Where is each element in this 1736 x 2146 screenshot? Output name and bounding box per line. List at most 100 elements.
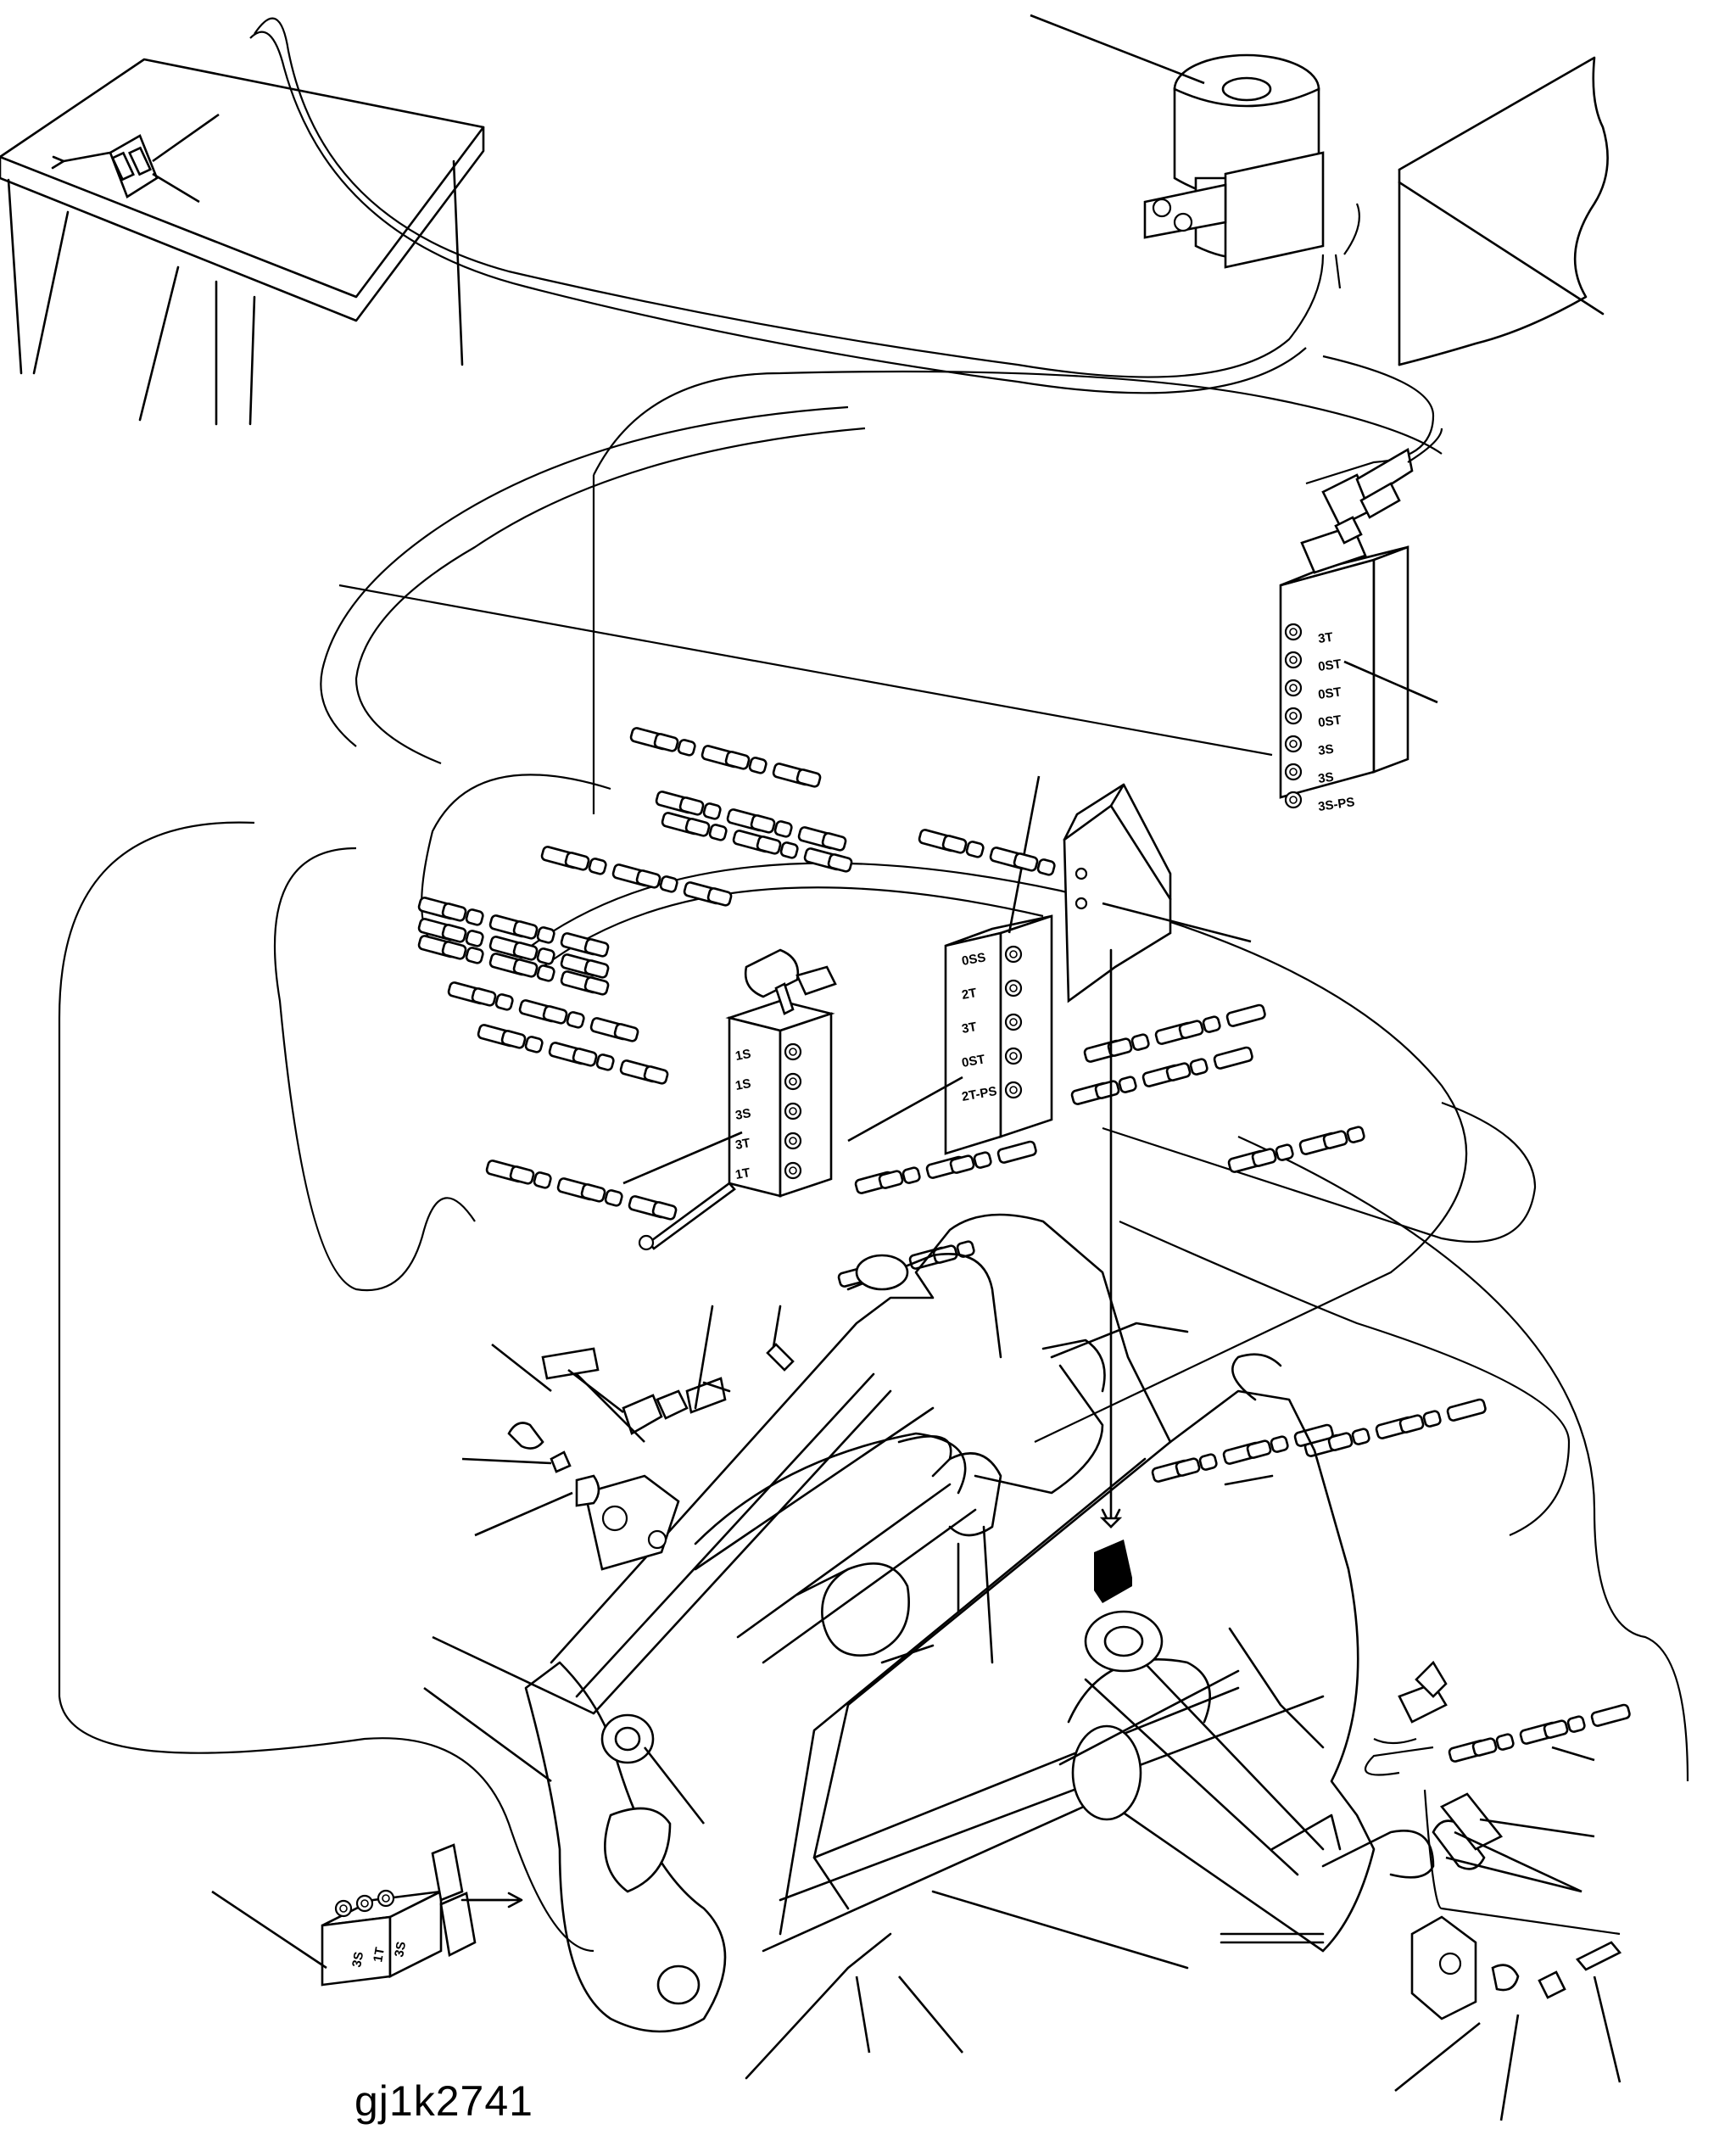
fitting (1327, 1432, 1354, 1451)
fitting (1495, 1733, 1515, 1751)
fitting (1590, 1703, 1631, 1727)
upper-right-block-port (1284, 791, 1303, 809)
center-block-port (1004, 1013, 1023, 1031)
fitting (1107, 1037, 1133, 1057)
left-block-port (784, 1042, 802, 1061)
fitting (1270, 1435, 1289, 1453)
fitting (1446, 1398, 1487, 1422)
fitting (536, 926, 555, 944)
fitting (1178, 1020, 1204, 1039)
bottom-left-block-port (377, 1889, 395, 1908)
upper-right-block-label: 3S (1317, 742, 1335, 758)
upper-right-block-port (1284, 735, 1303, 753)
center-block-label: 0ST (961, 1052, 986, 1070)
fitting (706, 887, 733, 907)
frame-panel (1398, 56, 1609, 366)
supply-hoses (58, 17, 1689, 1953)
grease-pump (1143, 53, 1325, 269)
fitting (512, 942, 539, 961)
fitting (1165, 1062, 1192, 1081)
upper-right-block-port (1284, 651, 1303, 669)
fitting (1175, 1457, 1201, 1477)
fitting (1225, 1003, 1266, 1027)
fitting (1351, 1428, 1370, 1445)
left-block-port (784, 1132, 802, 1150)
fitting (465, 908, 484, 926)
fitting (613, 1023, 639, 1042)
fitting (1251, 1148, 1277, 1167)
fitting (494, 993, 514, 1011)
fitting (901, 1166, 921, 1184)
fitting (441, 903, 467, 922)
upper-right-block-port (1284, 623, 1303, 641)
bottom-left-block-port (334, 1899, 353, 1918)
fitting (566, 1011, 585, 1029)
fitting (1013, 852, 1039, 872)
fitting (536, 947, 555, 965)
fitting (795, 768, 822, 788)
fitting (677, 739, 696, 757)
fitting (471, 987, 497, 1007)
upper-right-block-port (1284, 679, 1303, 697)
fitting (604, 1189, 623, 1207)
fitting (1189, 1058, 1209, 1076)
fitting (821, 832, 847, 852)
fitting (580, 1183, 606, 1203)
fitting (653, 733, 679, 752)
upper-right-block-label: 3T (1317, 630, 1334, 646)
fitting (684, 818, 711, 837)
left-block-port (784, 1102, 802, 1121)
fitting (878, 1170, 904, 1189)
fitting (1118, 1076, 1137, 1093)
center-block-label: 3T (961, 1020, 978, 1037)
fitting (748, 757, 768, 774)
upper-right-block-label: 3S-PS (1317, 795, 1355, 814)
fitting (702, 802, 722, 820)
loader-boom (524, 1213, 1435, 2080)
mounting-bracket (1063, 783, 1172, 1003)
fitting (973, 1151, 992, 1169)
upper-right-block-label: 0ST (1317, 657, 1342, 674)
bottom-left-block-port (355, 1894, 374, 1913)
cab-dashboard (0, 58, 485, 426)
center-block-port (1004, 979, 1023, 998)
fitting (588, 858, 607, 875)
fitting (500, 1030, 527, 1049)
fitting (465, 930, 484, 947)
fitting (1322, 1130, 1348, 1149)
fitting (512, 958, 539, 978)
right-bracket-parts (1398, 1660, 1504, 1870)
fitting (708, 824, 728, 841)
figure-code: gj1k2741 (354, 2077, 533, 2125)
fitting (756, 835, 782, 855)
fitting (779, 841, 799, 859)
bottom-left-block-label: 3S (392, 1941, 409, 1959)
fitting (827, 853, 853, 873)
center-block-port (1004, 1081, 1023, 1099)
fitting (572, 1048, 598, 1067)
fitting (1346, 1126, 1365, 1143)
fitting (949, 1154, 975, 1174)
fitting (678, 796, 705, 816)
fitting (1094, 1080, 1120, 1099)
fitting (996, 1140, 1037, 1164)
fitting (509, 1165, 535, 1185)
fitting (441, 941, 467, 960)
upper-right-block-label: 0ST (1317, 685, 1342, 702)
fitting (1471, 1737, 1498, 1757)
upper-right-block-label: 0ST (1317, 713, 1342, 730)
fitting (533, 1171, 552, 1189)
top-right-connectors (1334, 482, 1401, 545)
center-block-port (1004, 1047, 1023, 1065)
fitting (1422, 1410, 1442, 1428)
fitting (564, 852, 590, 871)
left-block-label: 1S (734, 1076, 752, 1093)
fitting (583, 976, 610, 996)
left-block-label: 1S (734, 1047, 752, 1064)
upper-right-block-label: 3S (1317, 770, 1335, 786)
pin-block (575, 1474, 680, 1571)
fitting (956, 1240, 975, 1258)
